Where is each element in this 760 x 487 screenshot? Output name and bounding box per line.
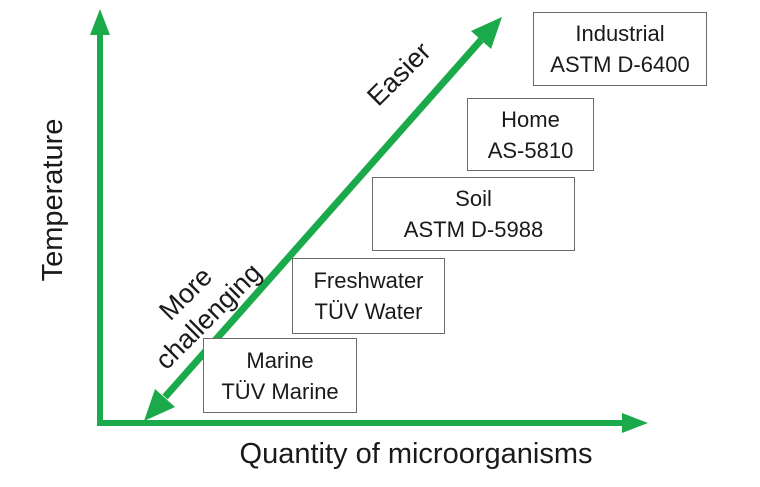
environment-standard: ASTM D-5988: [403, 217, 544, 242]
x-axis-label: Quantity of microorganisms: [239, 438, 593, 470]
environment-name: Industrial: [575, 21, 665, 46]
environment-box-industrial: Industrial ASTM D-6400: [533, 12, 707, 86]
environment-name: Freshwater: [313, 268, 424, 293]
y-axis-arrow: [90, 9, 110, 426]
environment-box-freshwater: Freshwater TÜV Water: [292, 258, 445, 334]
environment-box-soil: Soil ASTM D-5988: [372, 177, 575, 251]
y-axis-label: Temperature: [37, 118, 69, 282]
environment-standard: AS-5810: [487, 137, 574, 163]
environment-box-home: Home AS-5810: [467, 98, 594, 171]
difficulty-double-arrow: [144, 17, 502, 421]
environment-standard: TÜV Water: [314, 299, 423, 324]
environment-standard: TÜV Marine: [221, 378, 339, 404]
x-axis-arrow: [97, 413, 648, 433]
environment-name: Soil: [455, 186, 492, 211]
environment-box-marine: Marine TÜV Marine: [203, 338, 357, 413]
environment-name: Marine: [246, 347, 314, 373]
environment-standard: ASTM D-6400: [550, 52, 690, 77]
environment-name: Home: [501, 106, 560, 132]
